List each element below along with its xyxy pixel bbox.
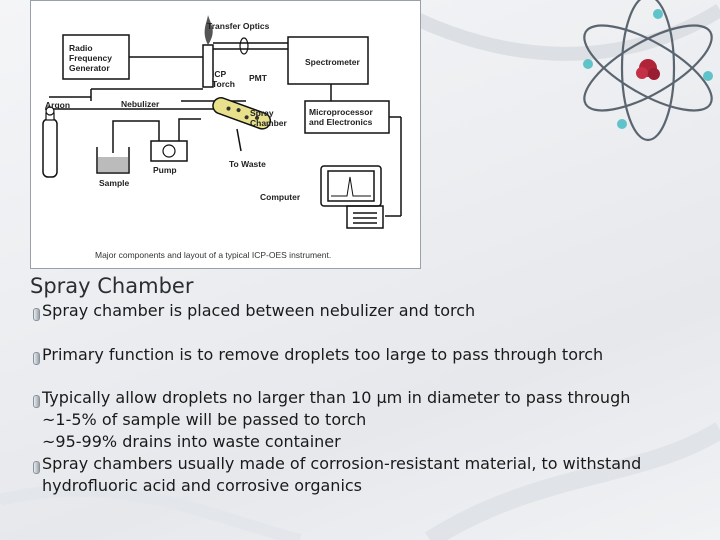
slide-title: Spray Chamber xyxy=(30,274,194,298)
label-spectrometer: Spectrometer xyxy=(305,57,360,67)
bullet-subline: ~1-5% of sample will be passed to torch xyxy=(42,410,367,429)
label-transfer-optics: Transfer Optics xyxy=(207,21,270,31)
sample-beaker-icon xyxy=(96,147,130,174)
bullet-icon xyxy=(33,461,40,474)
icp-oes-diagram: Transfer Optics Radio Frequency Generato… xyxy=(30,0,421,269)
label-nebulizer: Nebulizer xyxy=(121,99,160,109)
bullet-line: Typically allow droplets no larger than … xyxy=(42,388,631,407)
bullet-subline: hydrofluoric acid and corrosive organics xyxy=(42,476,363,495)
label-computer: Computer xyxy=(260,192,301,202)
bullet-icon xyxy=(33,308,40,321)
bullet-line: Primary function is to remove droplets t… xyxy=(42,345,604,364)
bullet-icon xyxy=(33,395,40,408)
label-icp-torch: ICP Torch xyxy=(212,69,235,89)
label-pmt: PMT xyxy=(249,73,267,83)
bullet-line: Spray chamber is placed between nebulize… xyxy=(42,301,476,320)
label-to-waste: To Waste xyxy=(229,159,266,169)
argon-cylinder-icon xyxy=(42,106,58,178)
figure-caption: Major components and layout of a typical… xyxy=(95,250,332,260)
spray-chamber-icon xyxy=(212,97,272,130)
pump-icon xyxy=(150,140,188,162)
label-argon: Argon xyxy=(45,100,71,110)
bullet-subline: ~95-99% drains into waste container xyxy=(42,432,341,451)
bullet-line: Spray chambers usually made of corrosion… xyxy=(42,454,642,473)
label-microprocessor: Microprocessor and Electronics xyxy=(309,107,373,127)
label-pump: Pump xyxy=(153,165,177,175)
label-spray-chamber: Spray Chamber xyxy=(250,108,287,128)
bullet-icon xyxy=(33,352,40,365)
label-rf-generator: Radio Frequency Generator xyxy=(69,43,112,73)
spectrometer-box xyxy=(287,36,369,85)
atom-logo xyxy=(583,0,713,142)
diagram-lines xyxy=(42,15,402,229)
flame-icon xyxy=(204,15,213,45)
lens-icon xyxy=(239,37,249,55)
label-sample: Sample xyxy=(99,178,130,188)
